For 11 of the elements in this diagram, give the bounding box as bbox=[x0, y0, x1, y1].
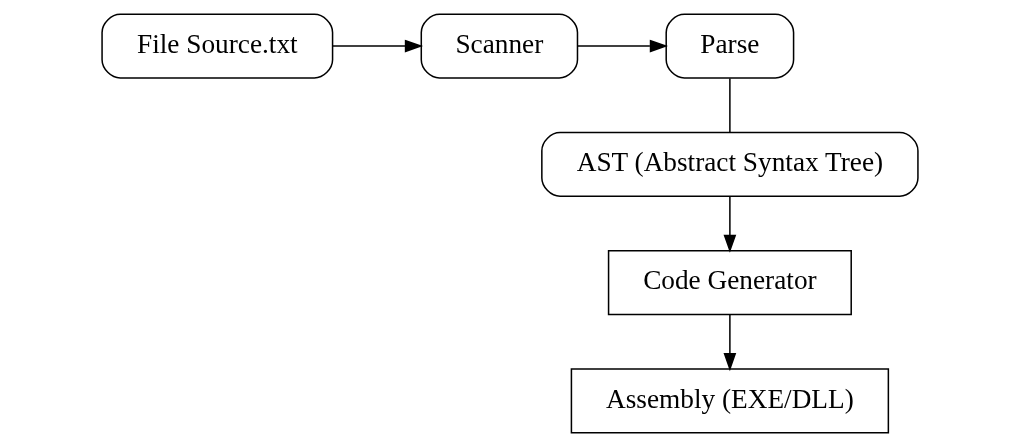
connector bbox=[728, 77, 731, 134]
arrow bbox=[331, 39, 423, 53]
arrow bbox=[576, 39, 668, 53]
node-box: AST (Abstract Syntax Tree) bbox=[540, 131, 919, 197]
arrow bbox=[723, 196, 736, 253]
node-box: Assembly (EXE/DLL) bbox=[570, 368, 889, 434]
node-box: Scanner bbox=[420, 13, 578, 79]
node-box: Parse bbox=[664, 13, 794, 79]
node-box: Code Generator bbox=[607, 250, 852, 316]
arrow bbox=[723, 314, 736, 372]
node-box: File Source.txt bbox=[100, 13, 333, 79]
